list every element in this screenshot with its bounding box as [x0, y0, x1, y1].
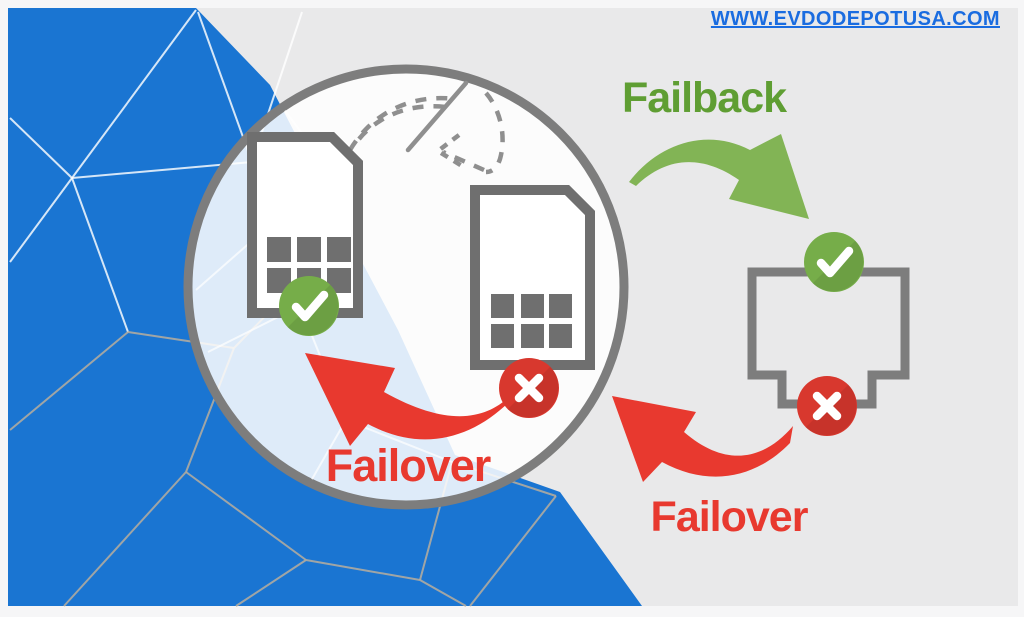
check-badge-wan	[804, 232, 864, 292]
cross-badge-wan	[797, 376, 857, 436]
failover-label-sim: Failover	[326, 440, 491, 491]
check-icon	[291, 290, 329, 322]
check-badge-sim-primary	[279, 276, 339, 336]
cross-badge-sim-secondary	[499, 358, 559, 418]
failback-label: Failback	[622, 74, 787, 122]
broken-link-dashes	[348, 91, 505, 175]
cross-icon	[514, 373, 544, 403]
failback-arrow	[629, 134, 809, 219]
failover-arrow-sim	[305, 353, 514, 446]
check-icon	[816, 246, 854, 278]
failover-label-wan: Failover	[651, 493, 809, 541]
failover-arrow-wan	[612, 396, 793, 482]
sim-contact-pads	[491, 294, 572, 348]
sim-card-primary	[247, 132, 363, 318]
wan-device-outline	[747, 267, 910, 409]
slash-broken-icon	[405, 80, 469, 153]
site-link[interactable]: WWW.EVDODEPOTUSA.COM	[710, 8, 1000, 30]
sim-card-secondary	[470, 185, 595, 370]
sim-card-body	[470, 185, 595, 370]
cross-icon	[812, 391, 842, 421]
